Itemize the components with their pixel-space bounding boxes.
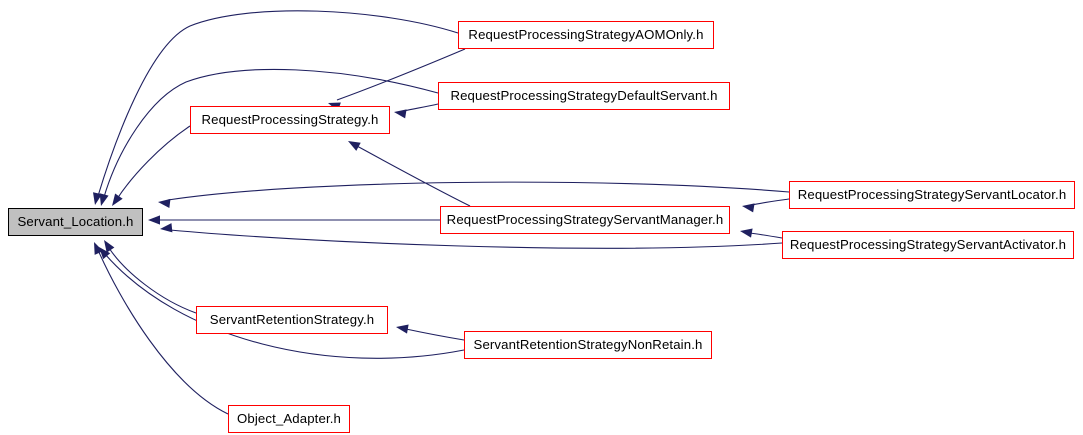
graph-node-label: ServantRetentionStrategy.h	[209, 312, 375, 328]
graph-node-servant_location[interactable]: Servant_Location.h	[8, 208, 143, 236]
graph-node-label: RequestProcessingStrategyServantActivato…	[789, 237, 1067, 253]
edge-line	[104, 253, 465, 359]
graph-node-rps_servantactivator[interactable]: RequestProcessingStrategyServantActivato…	[782, 231, 1074, 259]
edge-arrowhead	[99, 193, 109, 206]
graph-node-object_adapter[interactable]: Object_Adapter.h	[228, 405, 350, 433]
graph-node-label: Servant_Location.h	[17, 214, 134, 230]
graph-node-servantretention_nonretain[interactable]: ServantRetentionStrategyNonRetain.h	[464, 331, 712, 359]
graph-node-label: RequestProcessingStrategyAOMOnly.h	[468, 27, 704, 43]
graph-node-label: RequestProcessingStrategy.h	[201, 112, 379, 128]
edge-arrowhead	[394, 109, 407, 119]
edge-line	[116, 125, 191, 200]
graph-node-rps_defaultservant[interactable]: RequestProcessingStrategyDefaultServant.…	[438, 82, 730, 110]
edge-arrowhead	[112, 193, 123, 206]
graph-node-label: RequestProcessingStrategyDefaultServant.…	[450, 88, 718, 104]
edge-arrowhead	[104, 240, 115, 253]
edge-arrowhead	[742, 203, 755, 213]
graph-node-label: RequestProcessingStrategyServantManager.…	[446, 212, 724, 228]
edge-line	[336, 48, 466, 101]
graph-node-rps_aomonly[interactable]: RequestProcessingStrategyAOMOnly.h	[458, 21, 714, 49]
edge-arrowhead	[92, 192, 102, 205]
edge-line	[108, 247, 197, 314]
graph-node-label: RequestProcessingStrategyServantLocator.…	[797, 187, 1067, 203]
arrowheads-group	[92, 102, 755, 334]
graph-node-rps_servantmanager[interactable]: RequestProcessingStrategyServantManager.…	[440, 206, 730, 234]
edge-line	[169, 229, 783, 249]
edge-arrowhead	[740, 228, 753, 238]
edge-arrowhead	[94, 242, 104, 255]
edge-arrowhead	[160, 223, 173, 233]
edge-line	[749, 232, 783, 239]
graph-node-label: Object_Adapter.h	[236, 411, 342, 427]
edge-line	[405, 328, 465, 341]
graph-node-label: ServantRetentionStrategyNonRetain.h	[473, 337, 703, 353]
edge-arrowhead	[158, 198, 171, 209]
graph-node-rps_servantlocator[interactable]: RequestProcessingStrategyServantLocator.…	[789, 181, 1075, 209]
edge-line	[167, 181, 790, 201]
edge-arrowhead	[396, 324, 409, 334]
edges-group	[97, 10, 790, 415]
edge-line	[751, 198, 790, 206]
edge-arrowhead	[348, 141, 361, 151]
edge-line	[403, 103, 439, 112]
graph-node-servantretention[interactable]: ServantRetentionStrategy.h	[196, 306, 388, 334]
edge-arrowhead	[148, 215, 160, 225]
edge-line	[356, 145, 471, 207]
edge-line	[103, 68, 439, 198]
edge-line	[97, 10, 459, 197]
edge-line	[97, 249, 229, 415]
graph-node-rps[interactable]: RequestProcessingStrategy.h	[190, 106, 390, 134]
